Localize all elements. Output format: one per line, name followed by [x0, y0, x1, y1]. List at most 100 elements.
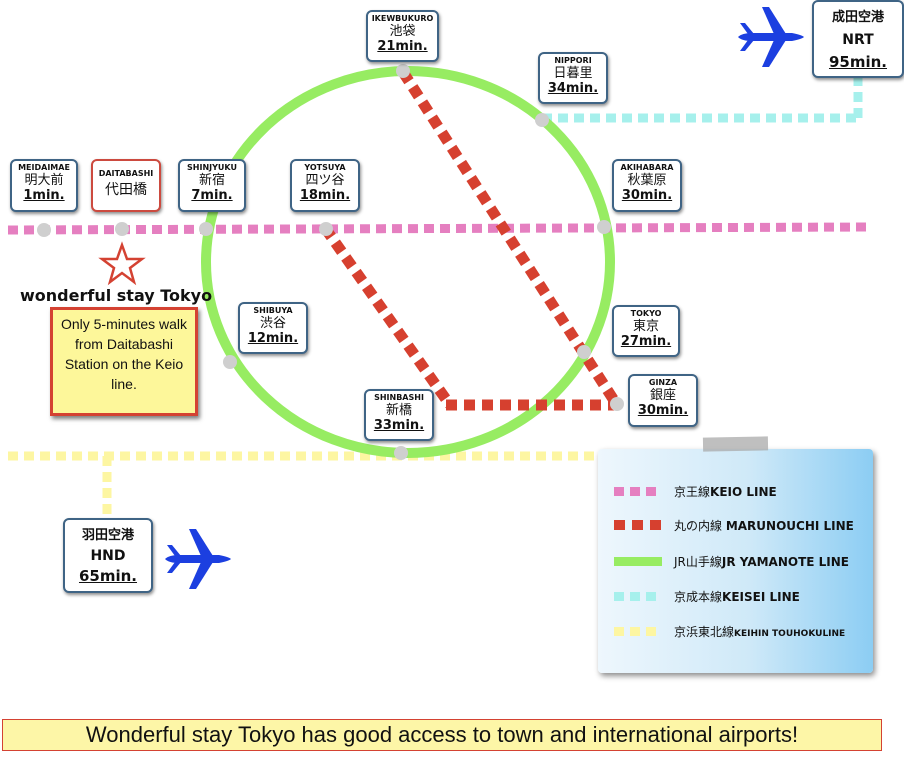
dot-nippori [535, 113, 549, 127]
station-nippori: NIPPORI 日暮里 34min. [538, 52, 608, 104]
dot-meidaimae [37, 223, 51, 237]
dot-akihabara [597, 220, 611, 234]
legend-label: 京浜東北線KEIHIN TOUHOKULINE [674, 623, 845, 640]
legend-label: JR山手線JR YAMANOTE LINE [674, 553, 849, 570]
station-akihabara: AKIHABARA 秋葉原 30min. [612, 159, 682, 212]
legend-swatch [614, 556, 662, 566]
legend-en: MARUNOUCHI LINE [725, 518, 854, 533]
airplane-icon [738, 7, 804, 67]
station-en: TOKYO [630, 309, 662, 318]
legend: 京王線KEIO LINE 丸の内線 MARUNOUCHI LINE JR山手線J… [598, 449, 873, 673]
legend-keihin: 京浜東北線KEIHIN TOUHOKULINE [614, 621, 845, 641]
legend-keio: 京王線KEIO LINE [614, 481, 777, 501]
star-icon [98, 241, 146, 286]
station-min: 27min. [620, 334, 672, 349]
station-min: 18min. [299, 188, 351, 203]
dot-yotsuya [319, 222, 333, 236]
station-shinjyuku: SHINJYUKU 新宿 7min. [178, 159, 246, 212]
airport-code: HND [90, 548, 126, 564]
hotel-note: Only 5-minutes walk from Daitabashi Stat… [50, 307, 198, 416]
dot-shinbashi [394, 446, 408, 460]
station-jp: 代田橋 [105, 182, 147, 198]
airport-jp: 羽田空港 [81, 528, 134, 543]
station-min: 30min. [621, 188, 673, 203]
legend-label: 京成本線KEISEI LINE [674, 588, 800, 605]
station-tokyo: TOKYO 東京 27min. [612, 305, 680, 357]
keio-line [7, 222, 871, 235]
legend-jp: 丸の内線 [674, 518, 726, 533]
station-shibuya: SHIBUYA 渋谷 12min. [238, 302, 308, 354]
airport-haneda: 羽田空港 HND 65min. [63, 518, 153, 593]
legend-label: 京王線KEIO LINE [674, 483, 777, 500]
airport-code: NRT [842, 32, 874, 48]
station-ikebukuro: IKEWBUKURO 池袋 21min. [366, 10, 439, 62]
station-en: SHINBASHI [374, 393, 424, 402]
station-jp: 新橋 [385, 403, 412, 418]
station-dots [37, 64, 624, 460]
dot-ginza [610, 397, 624, 411]
legend-jp: JR山手線 [674, 554, 722, 569]
station-jp: 新宿 [198, 173, 225, 188]
station-daitabashi: DAITABASHI 代田橋 [91, 159, 161, 212]
station-min: 1min. [23, 188, 65, 203]
legend-swatch [614, 486, 662, 496]
legend-swatch [614, 591, 662, 601]
station-en: AKIHABARA [620, 163, 674, 172]
airport-narita: 成田空港 NRT 95min. [812, 0, 904, 78]
dot-shinjyuku [199, 222, 213, 236]
station-jp: 池袋 [389, 24, 416, 39]
airport-min: 95min. [828, 53, 888, 71]
station-en: NIPPORI [554, 56, 592, 65]
station-en: MEIDAIMAE [18, 163, 70, 172]
legend-jp: 京成本線 [674, 589, 723, 604]
dot-tokyo [577, 345, 591, 359]
dot-ikebukuro [396, 64, 410, 78]
airplane-icon [165, 529, 231, 589]
station-min: 12min. [247, 331, 299, 346]
station-min: 21min. [377, 39, 428, 54]
station-jp: 渋谷 [259, 316, 286, 331]
legend-keisei: 京成本線KEISEI LINE [614, 586, 800, 606]
station-min: 34min. [547, 81, 599, 96]
keisei-line [542, 78, 863, 123]
airport-min: 65min. [78, 567, 138, 585]
station-jp: 銀座 [649, 388, 676, 403]
legend-jp: 京王線 [674, 484, 711, 499]
station-meidaimae: MEIDAIMAE 明大前 1min. [10, 159, 78, 212]
legend-swatch [614, 626, 662, 636]
dot-daitabashi [115, 222, 129, 236]
station-ginza: GINZA 銀座 30min. [628, 374, 698, 427]
station-min: 7min. [191, 188, 233, 203]
station-jp: 明大前 [24, 173, 64, 188]
station-min: 30min. [637, 403, 689, 418]
legend-jp: 京浜東北線 [674, 624, 735, 639]
legend-yamanote: JR山手線JR YAMANOTE LINE [614, 551, 849, 571]
station-jp: 四ツ谷 [305, 173, 345, 188]
dot-shibuya [223, 355, 237, 369]
station-en: GINZA [648, 378, 678, 387]
legend-en: KEISEI LINE [722, 589, 800, 604]
keihin-line [8, 451, 594, 518]
legend-swatch [614, 520, 662, 530]
legend-en: KEIO LINE [710, 484, 777, 499]
bottom-banner: Wonderful stay Tokyo has good access to … [2, 719, 882, 751]
station-jp: 秋葉原 [627, 173, 667, 188]
airport-jp: 成田空港 [831, 10, 884, 25]
station-min: 33min. [373, 418, 425, 433]
legend-marunouchi: 丸の内線 MARUNOUCHI LINE [614, 515, 854, 535]
station-en: DAITABASHI [98, 169, 154, 178]
legend-label: 丸の内線 MARUNOUCHI LINE [674, 517, 854, 534]
station-jp: 日暮里 [553, 66, 593, 81]
legend-tape [702, 436, 769, 452]
legend-en: JR YAMANOTE LINE [721, 554, 849, 569]
station-en: YOTSUYA [304, 163, 346, 172]
station-jp: 東京 [632, 319, 659, 334]
station-en: IKEWBUKURO [371, 14, 434, 23]
legend-en: KEIHIN TOUHOKULINE [734, 628, 846, 639]
station-shinbashi: SHINBASHI 新橋 33min. [364, 389, 434, 441]
station-en: SHINJYUKU [187, 163, 237, 172]
marunouchi-line [320, 69, 620, 411]
hotel-name: wonderful stay Tokyo [20, 286, 213, 305]
station-en: SHIBUYA [253, 306, 293, 315]
